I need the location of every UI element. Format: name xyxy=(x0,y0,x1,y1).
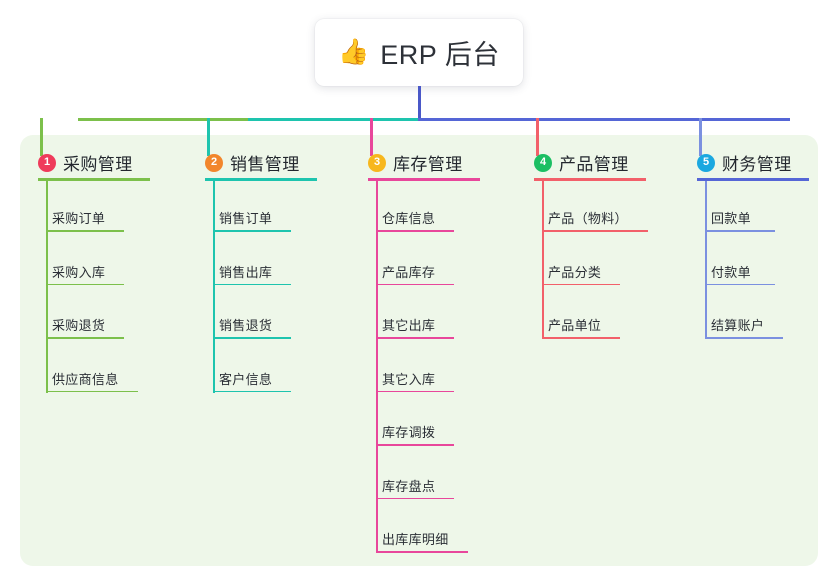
branch-item-rule xyxy=(705,337,783,339)
thumbs-up-emoji: 👍 xyxy=(338,38,370,66)
branch-drop-2 xyxy=(207,118,210,156)
branch-number-badge-5: 5 xyxy=(697,153,715,172)
branch-number-badge-4: 4 xyxy=(534,153,552,172)
branch-header-rule-3 xyxy=(368,178,480,181)
branch-header-3[interactable]: 3 库存管理 xyxy=(368,150,463,175)
branch-spine-5 xyxy=(705,181,707,339)
branch-header-rule-1 xyxy=(38,178,150,181)
branch-item-label[interactable]: 采购退货 xyxy=(52,318,106,333)
branch-number-badge-1: 1 xyxy=(38,153,56,172)
branch-title-2: 销售管理 xyxy=(230,155,300,174)
branch-item-label[interactable]: 付款单 xyxy=(711,264,751,280)
trunk-segment-middle xyxy=(248,118,419,121)
trunk-segment-left xyxy=(78,118,249,121)
branch-item-label[interactable]: 出库库明细 xyxy=(382,532,449,547)
branch-item-rule xyxy=(542,230,648,232)
root-node[interactable]: 👍 ERP 后台 xyxy=(315,19,523,86)
branch-item-rule xyxy=(213,230,291,232)
branch-item-rule xyxy=(376,337,454,339)
branch-item-rule xyxy=(213,337,291,339)
branch-item-rule xyxy=(542,337,620,339)
branch-item-rule xyxy=(46,230,124,232)
branch-item-rule xyxy=(376,230,454,232)
branch-item-rule xyxy=(46,283,124,286)
branch-item-label[interactable]: 库存盘点 xyxy=(382,478,436,494)
branch-item-label[interactable]: 销售订单 xyxy=(219,211,273,226)
trunk-segment-right xyxy=(418,118,790,121)
branch-header-1[interactable]: 1 采购管理 xyxy=(38,150,133,175)
branch-drop-1 xyxy=(40,118,43,156)
branch-item-label[interactable]: 结算账户 xyxy=(711,318,765,333)
branch-title-5: 财务管理 xyxy=(722,155,792,174)
branch-item-rule xyxy=(376,497,454,500)
branch-item-label[interactable]: 产品（物料） xyxy=(548,211,628,226)
branch-item-label[interactable]: 产品单位 xyxy=(548,318,602,333)
branch-header-rule-2 xyxy=(205,178,317,181)
branch-drop-3 xyxy=(370,118,373,156)
branch-title-4: 产品管理 xyxy=(559,155,629,174)
branch-item-rule xyxy=(705,230,775,232)
branch-item-label[interactable]: 销售出库 xyxy=(219,264,273,280)
branch-item-label[interactable]: 采购订单 xyxy=(52,211,106,226)
branch-item-rule xyxy=(376,444,454,446)
branch-item-label[interactable]: 仓库信息 xyxy=(382,211,436,226)
branch-item-rule xyxy=(376,551,468,553)
branch-item-label[interactable]: 销售退货 xyxy=(219,318,273,333)
branch-spine-4 xyxy=(542,181,544,339)
root-node-content: 👍 ERP 后台 xyxy=(338,33,500,72)
branch-item-label[interactable]: 客户信息 xyxy=(219,371,273,387)
branch-item-rule xyxy=(213,390,291,393)
branches-panel xyxy=(20,135,818,566)
branch-item-label[interactable]: 其它入库 xyxy=(382,371,436,387)
branch-item-label[interactable]: 采购入库 xyxy=(52,264,106,280)
branch-item-label[interactable]: 供应商信息 xyxy=(52,371,119,387)
branch-header-4[interactable]: 4 产品管理 xyxy=(534,150,629,175)
branch-item-rule xyxy=(46,337,124,339)
branch-item-rule xyxy=(542,283,620,286)
branch-item-label[interactable]: 库存调拨 xyxy=(382,425,436,440)
branch-spine-1 xyxy=(46,181,48,393)
branch-number-badge-2: 2 xyxy=(205,153,223,172)
branch-item-rule xyxy=(213,283,291,286)
branch-item-rule xyxy=(376,283,454,286)
branch-header-rule-4 xyxy=(534,178,646,181)
branch-header-5[interactable]: 5 财务管理 xyxy=(697,150,792,175)
root-vertical-connector xyxy=(418,86,421,120)
root-node-title: ERP 后台 xyxy=(380,40,500,70)
branch-item-rule xyxy=(705,283,775,286)
branch-number-badge-3: 3 xyxy=(368,153,386,172)
branch-item-label[interactable]: 产品库存 xyxy=(382,264,436,280)
branch-header-rule-5 xyxy=(697,178,809,181)
branch-item-rule xyxy=(46,390,138,393)
branch-title-1: 采购管理 xyxy=(63,155,133,174)
branch-drop-5 xyxy=(699,118,702,156)
branch-spine-3 xyxy=(376,181,378,553)
branch-item-rule xyxy=(376,390,454,393)
branch-header-2[interactable]: 2 销售管理 xyxy=(205,150,300,175)
branch-drop-4 xyxy=(536,118,539,156)
branch-item-label[interactable]: 其它出库 xyxy=(382,318,436,333)
branch-item-label[interactable]: 回款单 xyxy=(711,211,751,226)
branch-item-label[interactable]: 产品分类 xyxy=(548,264,602,280)
branch-spine-2 xyxy=(213,181,215,393)
branch-title-3: 库存管理 xyxy=(393,155,463,174)
